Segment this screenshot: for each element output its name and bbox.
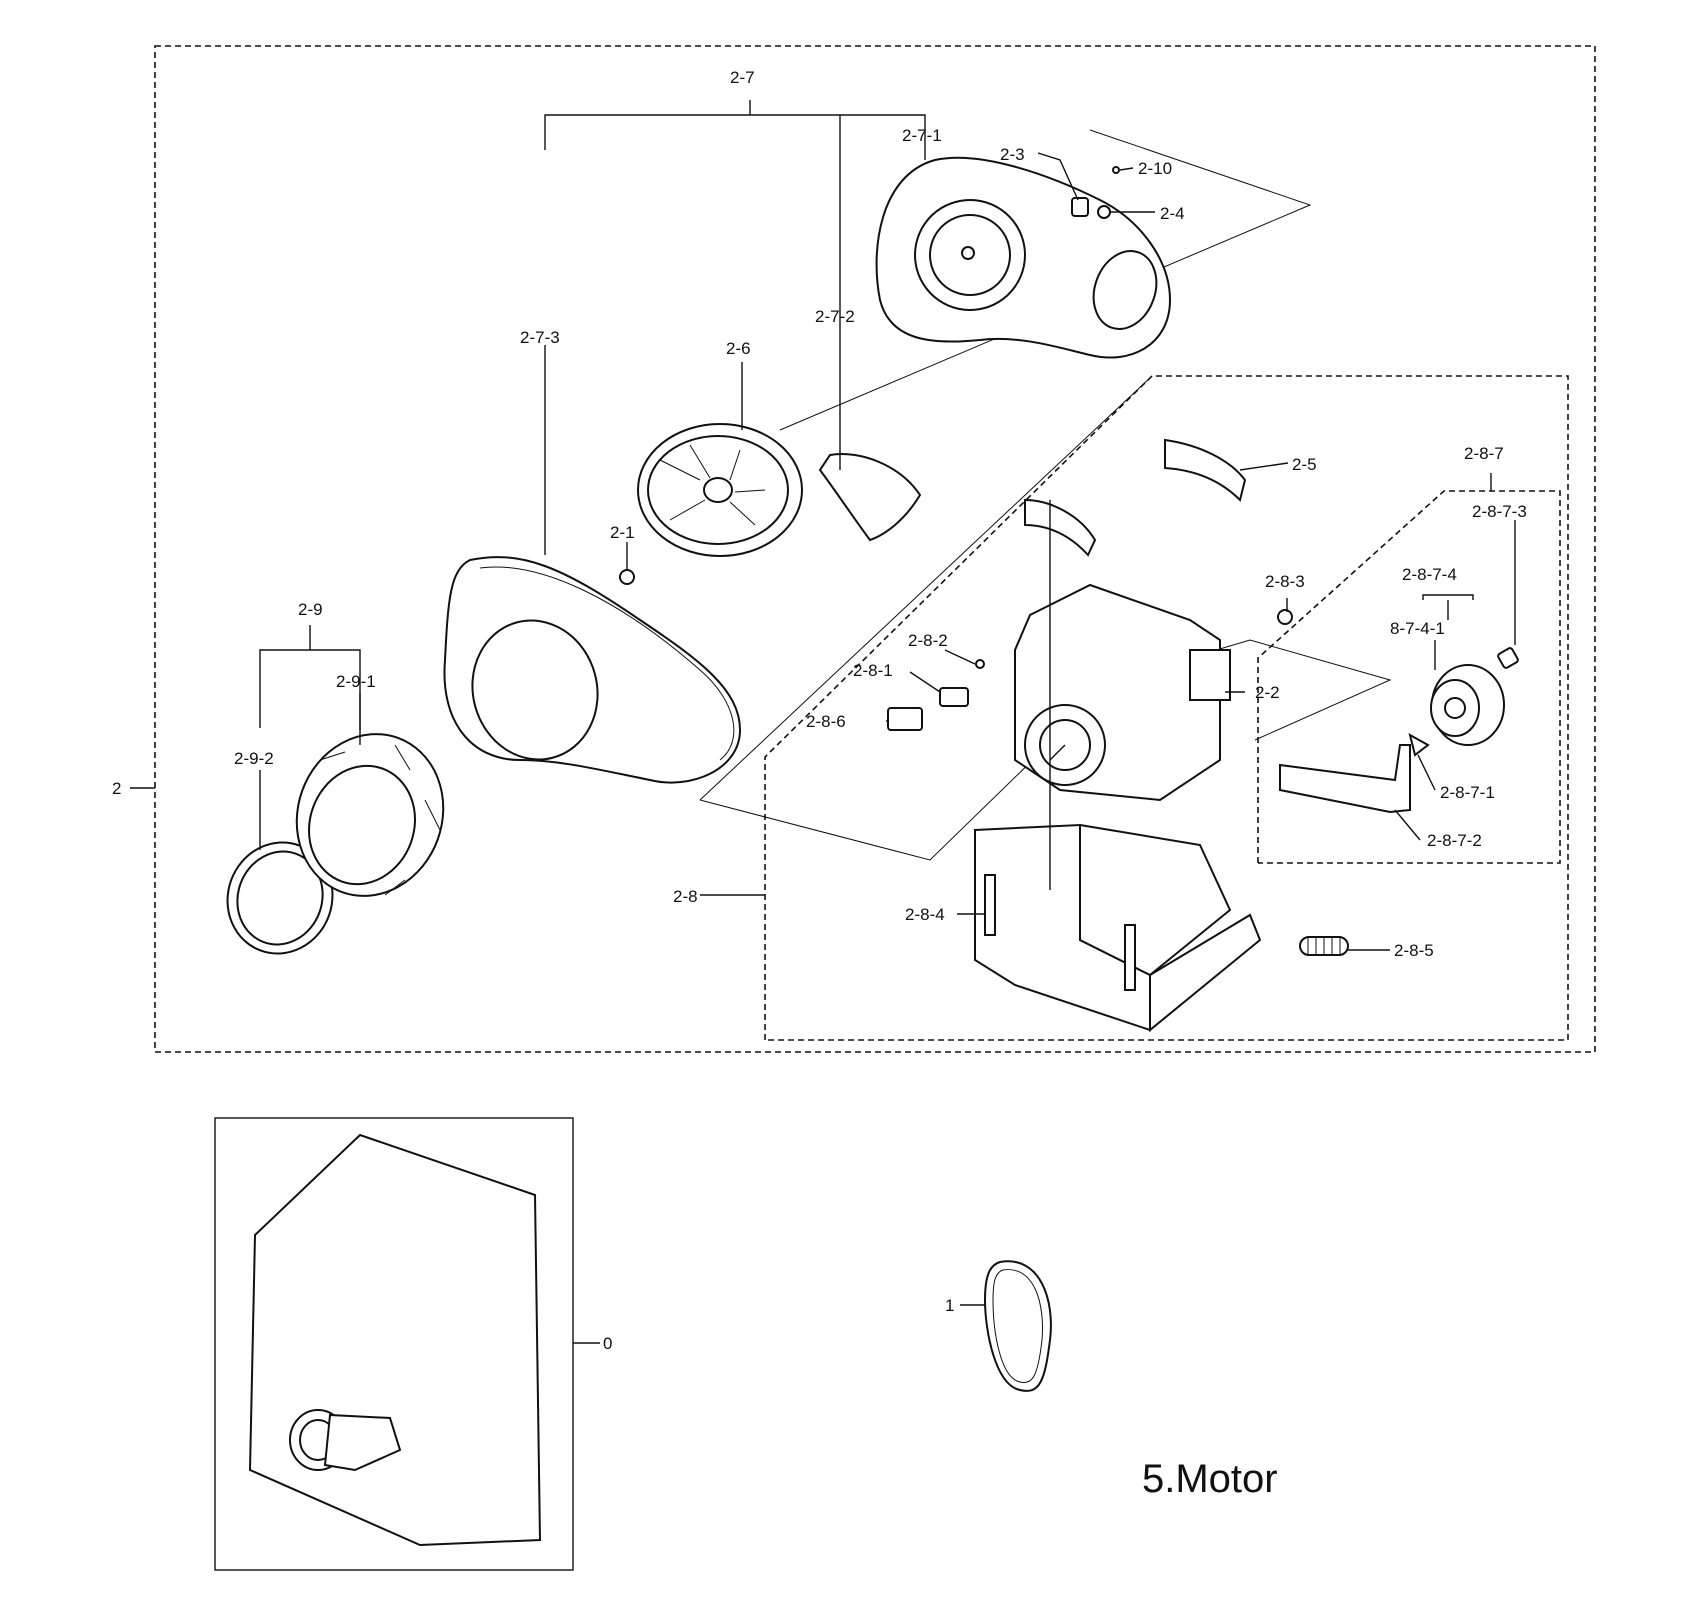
label-2-8-1: 2-8-1: [853, 661, 893, 680]
group-box-2-8-7: [1257, 490, 1561, 864]
package-box-0: [214, 1117, 574, 1571]
part-2-8-1: [939, 687, 969, 707]
label-2-7-1: 2-7-1: [902, 126, 942, 145]
plane-upper: [779, 129, 1312, 431]
part-2-8-6: [887, 707, 923, 731]
assembly-package-icon: [248, 1133, 542, 1547]
part-2-8-2: [975, 659, 985, 669]
label-2-8-7-4: 2-8-7-4: [1402, 565, 1457, 584]
baffle-2-7-2: [818, 453, 922, 542]
blower-housing-rear-icon: [875, 156, 1172, 359]
label-1: 1: [945, 1296, 954, 1315]
label-2-9: 2-9: [298, 600, 323, 619]
group-box-2: [154, 45, 1596, 1053]
label-2: 2: [112, 779, 121, 798]
idler-bracket-2-8-7-2: [1279, 744, 1411, 814]
label-2-8-6: 2-8-6: [806, 712, 846, 731]
label-2-2: 2-2: [1255, 683, 1280, 702]
motor-bracket-icon: [974, 500, 1262, 1033]
label-2-8-3: 2-8-3: [1265, 572, 1305, 591]
label-2-7-2: 2-7-2: [815, 307, 855, 326]
label-2-9-1: 2-9-1: [336, 672, 376, 691]
bracket-2-3: [1071, 197, 1089, 217]
label-2-9-2: 2-9-2: [234, 749, 274, 768]
label-2-8-5: 2-8-5: [1394, 941, 1434, 960]
label-2-8-7: 2-8-7: [1464, 444, 1504, 463]
part-2-8-3: [1277, 609, 1293, 625]
label-2-4: 2-4: [1160, 204, 1185, 223]
group-box-2-8: [764, 375, 1569, 1041]
label-2-8-7-3: 2-8-7-3: [1472, 502, 1527, 521]
label-2-5: 2-5: [1292, 455, 1317, 474]
duct-cover-icon: [295, 733, 445, 897]
label-2-8: 2-8: [673, 887, 698, 906]
label-2-6: 2-6: [726, 339, 751, 358]
idler-pulley-icon: [1408, 647, 1519, 757]
label-0: 0: [603, 1334, 612, 1353]
blower-housing-icon: [443, 556, 742, 784]
label-2-7-3: 2-7-3: [520, 328, 560, 347]
label-2-8-4: 2-8-4: [905, 905, 945, 924]
blower-wheel-icon: [637, 423, 803, 557]
screw-2-10: [1112, 166, 1120, 174]
label-2-1: 2-1: [610, 523, 635, 542]
label-8-7-4-1: 8-7-4-1: [1390, 619, 1445, 638]
label-2-8-7-1: 2-8-7-1: [1440, 783, 1495, 802]
belt-icon: [983, 1260, 1052, 1392]
screw-2-4: [1097, 205, 1111, 219]
clip-2-5: [1164, 438, 1247, 502]
clip-2-5b: [1024, 498, 1097, 557]
page-title: 5.Motor: [1142, 1457, 1278, 1501]
label-2-8-2: 2-8-2: [908, 631, 948, 650]
label-2-3: 2-3: [1000, 145, 1025, 164]
label-2-8-7-2: 2-8-7-2: [1427, 831, 1482, 850]
motor-icon: [1014, 583, 1231, 802]
label-2-10: 2-10: [1138, 159, 1172, 178]
spring-icon: [1299, 936, 1349, 956]
gasket-ring-icon: [226, 841, 334, 955]
nut-2-1: [619, 569, 635, 585]
label-2-7: 2-7: [730, 68, 755, 87]
